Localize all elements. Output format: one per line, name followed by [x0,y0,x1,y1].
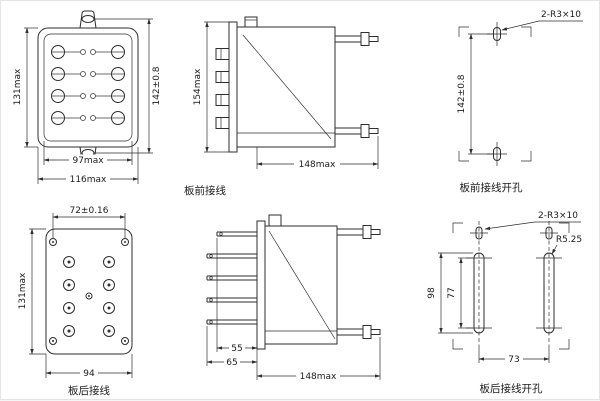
dim-front-width-inner: 97max [72,156,104,166]
dim-front-width-outer: 116max [70,175,107,185]
top-mounting-hole [81,15,95,23]
rear-view-dimensions: 72±0.16 131max 94 [18,206,133,379]
solder-pins [206,231,257,325]
dim-front-height-body: 131max [13,68,23,105]
caption-rear-drill: 板后接线开孔 [480,382,543,395]
rear-case [264,225,338,345]
caption-front-wiring: 板前接线 [184,184,226,197]
panel-corner-marks-rear [452,222,570,350]
front-view: 131max 142±0.8 97max 116max [13,10,162,185]
small-mounting-slots [470,226,558,240]
dim-slot-outer: 98 [427,287,437,299]
front-view-dimensions: 131max 142±0.8 97max 116max [13,18,162,185]
rear-drill-dimensions: 98 77 73 [427,252,550,365]
dim-rear-width-outer: 94 [83,369,95,379]
rear-top-block [268,214,282,227]
pin-slots [466,221,562,345]
dim-side-depth: 148max [299,160,336,170]
side-view-front-dimensions: 154max 148max [193,21,379,170]
panel-corner-marks [458,26,532,162]
dim-pin-long: 65 [226,358,237,368]
relay-body-inner [43,33,133,142]
drill-view-front-wiring: 142±0.8 2-R3×10 板前接线开孔 [457,10,583,194]
side-view-front-wiring: 154max 148max 板前接线 [184,16,379,197]
rear-view: 72±0.16 131max 94 板后接线 [18,206,133,397]
callout-rear-drill-holes: 2-R3×10 [538,211,578,221]
relay-body-outline [37,27,139,148]
dim-front-hole-spacing: 142±0.8 [152,66,162,105]
dim-rear-hole-span: 72±0.16 [69,206,108,216]
drill-view-rear-wiring: 98 77 73 2-R3×10 R5.25 板后接线开孔 [427,211,582,395]
terminal-screws [51,45,125,125]
dim-rear-height-body: 131max [18,272,28,309]
front-flange [228,21,238,153]
side-terminals [215,48,230,129]
dim-side-height: 154max [193,68,203,105]
rear-terminal-holes [63,256,115,337]
top-mounting-ear [79,10,97,29]
side-view-rear-wiring: 55 65 148max [206,214,381,382]
mounting-studs-rear [336,225,381,339]
dim-pin-short: 55 [231,344,242,354]
dim-slot-inner: 77 [447,287,457,298]
callout-slot-radius: R5.25 [556,235,582,245]
rear-flange [256,220,266,350]
corner-holes [49,238,129,345]
dim-slot-spacing: 73 [508,355,519,365]
caption-rear-wiring: 板后接线 [68,384,110,397]
dim-drill-hole-spacing: 142±0.8 [457,74,467,113]
caption-front-drill: 板前接线开孔 [460,181,523,194]
dim-rear-depth: 148max [300,372,337,382]
side-view-rear-dimensions: 55 65 148max [206,238,381,382]
mounting-studs [334,32,379,138]
relay-case [236,26,336,148]
callout-front-drill-holes: 2-R3×10 [541,10,581,20]
rear-body-outline [45,228,133,355]
top-screw [244,16,258,28]
